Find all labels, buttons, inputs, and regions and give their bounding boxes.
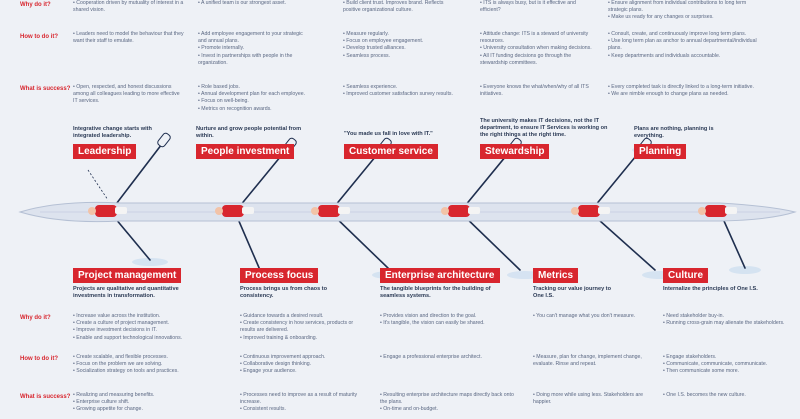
enterprise-architecture-success: Resulting enterprise architecture maps d… [380, 392, 515, 414]
customer-service-title: Customer service [344, 144, 438, 159]
row-label-success-top: What is success? [20, 86, 71, 92]
leader-pointer [87, 169, 109, 201]
row-label-why-bottom: Why do it? [20, 315, 51, 321]
leadership-how: Leaders need to model the behaviour that… [73, 31, 185, 45]
rowers [88, 205, 737, 217]
stewardship-how: Attitude change: ITS is a steward of uni… [480, 31, 592, 67]
process-focus-success: Processes need to improve as a result of… [240, 392, 365, 414]
row-label-success-bottom: What is success? [20, 394, 71, 400]
stewardship-title: Stewardship [480, 144, 550, 159]
planning-success: Every completed task is directly linked … [608, 84, 768, 98]
planning-quote: Plans are nothing, planning is everythin… [634, 126, 714, 139]
customer-service-why: Build client trust. Improves brand. Refl… [343, 0, 455, 14]
metrics-title: Metrics [533, 268, 579, 283]
metrics-how: Measure, plan for change, implement chan… [533, 354, 648, 368]
process-focus-how: Continuous improvement approach.Collabor… [240, 354, 365, 376]
project-management-how: Create scalable, and flexible processes.… [73, 354, 223, 376]
project-management-quote: Projects are qualitative and quantitativ… [73, 286, 179, 299]
project-management-why: Increase value across the institution.Cr… [73, 313, 223, 342]
customer-service-success: Seamless experience.Improved customer sa… [343, 84, 455, 98]
planning-how: Consult, create, and continuously improv… [608, 31, 758, 60]
culture-how: Engage stakeholders.Communicate, communi… [663, 354, 788, 376]
process-focus-title: Process focus [240, 268, 319, 283]
people-investment-why: A unified team is our strongest asset. [198, 0, 310, 7]
stewardship-success: Everyone knows the what/when/why of all … [480, 84, 592, 98]
customer-service-how: Measure regularly.Focus on employee enga… [343, 31, 455, 60]
culture-quote: Internalize the principles of One I.S. [663, 286, 758, 292]
process-focus-why: Guidance towards a desired result.Create… [240, 313, 365, 342]
stewardship-quote: The university makes IT decisions, not t… [480, 118, 608, 138]
leadership-why: Cooperation driven by mutuality of inter… [73, 0, 185, 14]
process-focus-quote: Process brings us from chaos to consiste… [240, 286, 328, 299]
stewardship-why: ITS is always busy, but is it effective … [480, 0, 592, 14]
people-investment-success: Role based jobs.Annual development plan … [198, 84, 310, 113]
culture-title: Culture [663, 268, 708, 283]
metrics-success: Doing more while using less. Stakeholder… [533, 392, 648, 406]
customer-service-quote: "You made us fall in love with IT." [344, 131, 433, 137]
leadership-success: Open, respected, and honest discussions … [73, 84, 185, 106]
leadership-title: Leadership [73, 144, 137, 159]
project-management-title: Project management [73, 268, 182, 283]
metrics-quote: Tracking our value journey to One I.S. [533, 286, 612, 299]
row-label-how-bottom: How to do it? [20, 356, 58, 362]
enterprise-architecture-why: Provides vision and direction to the goa… [380, 313, 515, 327]
people-investment-how: Add employee engagement to your strategi… [198, 31, 310, 67]
people-investment-quote: Nurture and grow people potential from w… [196, 126, 302, 139]
planning-why: Ensure alignment from individual contrib… [608, 0, 758, 22]
culture-success: One I.S. becomes the new culture. [663, 392, 788, 399]
planning-title: Planning [634, 144, 687, 159]
row-label-how-top: How to do it? [20, 34, 58, 40]
enterprise-architecture-how: Engage a professional enterprise archite… [380, 354, 515, 361]
enterprise-architecture-quote: The tangible blueprints for the building… [380, 286, 491, 299]
culture-why: Need stakeholder buy-in.Running cross-gr… [663, 313, 788, 327]
leadership-quote: Integrative change starts with integrate… [73, 126, 152, 139]
people-investment-title: People investment [196, 144, 295, 159]
metrics-why: You can't manage what you don't measure. [533, 313, 648, 320]
enterprise-architecture-title: Enterprise architecture [380, 268, 500, 283]
project-management-success: Realizing and measuring benefits.Enterpr… [73, 392, 223, 414]
row-label-why-top: Why do it? [20, 2, 51, 8]
